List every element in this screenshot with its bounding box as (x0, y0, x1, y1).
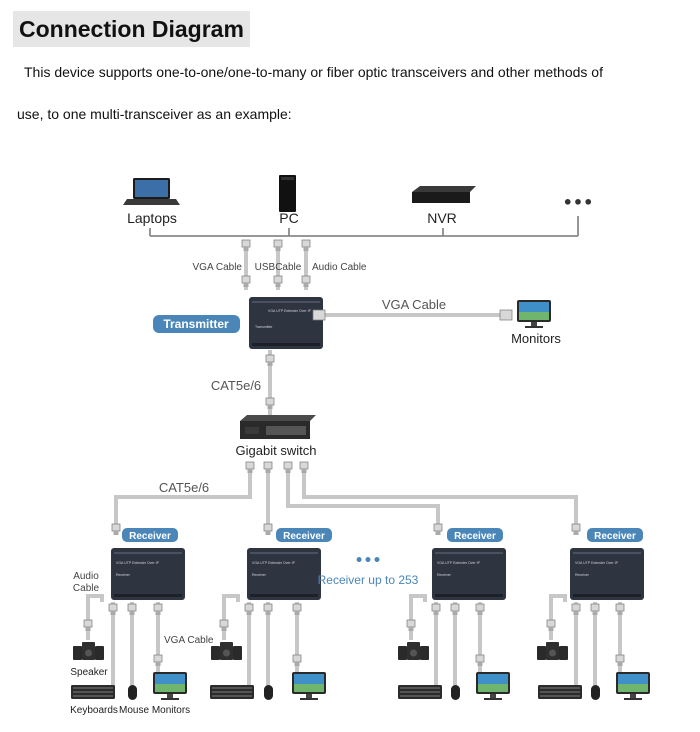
receiver-badge-label: Receiver (454, 531, 496, 542)
receiver-badge-label: Receiver (283, 531, 325, 542)
section-header: Connection Diagram (13, 11, 250, 47)
receiver-badge-label: Receiver (129, 531, 171, 542)
receiver-device: VGA UTP Extender Over IP Receiver (570, 548, 644, 600)
mouse-icon (591, 685, 600, 700)
cat-cable-left-label: CAT5e/6 (159, 480, 209, 495)
tx-input-cables (241, 239, 311, 290)
speaker-icon (398, 642, 429, 660)
monitors-top-label: Monitors (511, 331, 561, 346)
pc-label: PC (279, 210, 298, 226)
receiver-device-text: VGA UTP Extender Over IP (437, 561, 481, 565)
transmitter-device-text: VGA UTP Extender Over IP (268, 309, 312, 313)
section-title: Connection Diagram (19, 15, 244, 42)
receiver-device-subtext: Receiver (575, 573, 590, 577)
receiver-up-to-label: Receiver up to 253 (318, 573, 419, 587)
vga-cable-to-monitor (312, 309, 513, 321)
audio-cable-rx-label-2: Cable (73, 583, 100, 594)
monitor-icon (616, 672, 650, 700)
more-sources-dots: ••• (563, 193, 594, 212)
speaker-icon (211, 642, 242, 660)
speaker-icon (537, 642, 568, 660)
cat-cable-tx-switch (265, 350, 275, 415)
keyboard-icon (398, 685, 442, 699)
mouse-icon (128, 685, 137, 700)
laptops-label: Laptops (127, 210, 177, 226)
mouse-icon (264, 685, 273, 700)
usb-cable-label: USBCable (255, 262, 302, 273)
vga-cable-label: VGA Cable (193, 262, 243, 273)
speaker-icon (73, 642, 104, 660)
receiver-device-subtext: Receiver (116, 573, 131, 577)
receiver-badge: Receiver (276, 528, 332, 542)
receiver-device-subtext: Receiver (437, 573, 452, 577)
keyboards-label: Keyboards (70, 705, 118, 716)
intro-line-1: This device supports one-to-one/one-to-m… (24, 64, 603, 80)
laptop-icon (123, 178, 180, 205)
transmitter-device-subtext: Transmitter (255, 325, 273, 329)
receiver-badge-label: Receiver (594, 531, 636, 542)
speaker-label: Speaker (70, 667, 108, 678)
receiver-badge: Receiver (447, 528, 503, 542)
gigabit-switch-icon (240, 415, 316, 439)
receiver-device-text: VGA UTP Extender Over IP (116, 561, 160, 565)
receiver-badge: Receiver (587, 528, 643, 542)
monitor-icon (292, 672, 326, 700)
receiver-device: VGA UTP Extender Over IP Receiver (432, 548, 506, 600)
receiver-badge: Receiver (122, 528, 178, 542)
keyboard-icon (210, 685, 254, 699)
monitor-icon (153, 672, 187, 700)
monitor-icon (476, 672, 510, 700)
transmitter-badge: Transmitter (153, 315, 240, 333)
nvr-icon (412, 186, 476, 203)
receiver-device: VGA UTP Extender Over IP Receiver (247, 548, 321, 600)
source-bus-line (149, 216, 579, 237)
keyboard-icon (71, 685, 115, 699)
intro-line-2: use, to one multi-transceiver as an exam… (17, 106, 292, 122)
monitor-icon (517, 300, 551, 328)
cat-cable-top-label: CAT5e/6 (211, 378, 261, 393)
mouse-label: Mouse (119, 705, 149, 716)
audio-cable-label: Audio Cable (312, 262, 367, 273)
receiver-device-text: VGA UTP Extender Over IP (575, 561, 619, 565)
vga-cable-big-label: VGA Cable (382, 297, 446, 312)
monitors-label: Monitors (152, 705, 190, 716)
receiver-more-dots: ••• (355, 553, 382, 569)
transmitter-device: VGA UTP Extender Over IP Transmitter (249, 297, 323, 349)
vga-cable-rx-label: VGA Cable (164, 635, 214, 646)
gigabit-switch-label: Gigabit switch (236, 443, 317, 458)
keyboard-icon (538, 685, 582, 699)
receiver-device-subtext: Receiver (252, 573, 267, 577)
mouse-icon (451, 685, 460, 700)
audio-cable-rx-label: Audio (73, 571, 99, 582)
pc-tower-icon (279, 175, 296, 212)
nvr-label: NVR (427, 210, 457, 226)
transmitter-badge-label: Transmitter (163, 317, 229, 331)
receiver-device-text: VGA UTP Extender Over IP (252, 561, 296, 565)
switch-to-receivers-cables (114, 462, 578, 528)
receiver-device: VGA UTP Extender Over IP Receiver (111, 548, 185, 600)
